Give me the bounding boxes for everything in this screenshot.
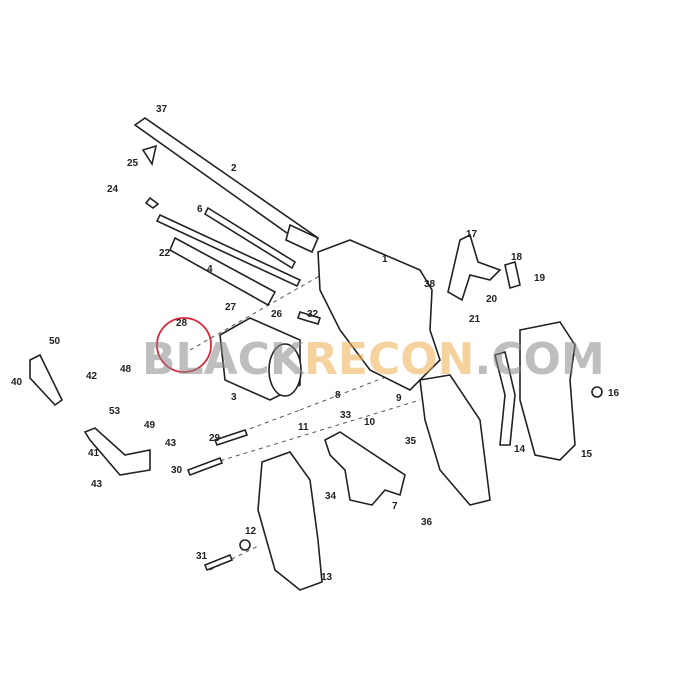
cylinder [219,317,302,401]
label-15: 15 [581,449,593,460]
label-38: 38 [424,279,436,290]
screws [144,196,322,572]
barrel [133,117,320,254]
grip-frame [419,374,491,506]
highlight-circle [156,317,212,373]
grip-right [519,321,576,461]
label-16: 16 [608,388,620,399]
part-12-washer [239,539,251,551]
label-25: 25 [127,158,139,169]
label-40: 40 [11,377,23,388]
label-30: 30 [171,465,183,476]
label-43: 43 [165,438,177,449]
grip-left [257,451,323,591]
label-6: 6 [197,204,203,215]
label-37: 37 [156,104,168,115]
label-43-lower: 43 [91,479,103,490]
label-17: 17 [466,229,478,240]
label-3: 3 [231,392,237,403]
label-28: 28 [176,318,188,329]
label-33: 33 [340,410,352,421]
label-12: 12 [245,526,257,537]
part-18 [504,260,521,290]
label-10: 10 [364,417,376,428]
label-31: 31 [196,551,208,562]
frame [317,239,441,391]
label-34: 34 [325,491,337,502]
trigger-guard [324,431,406,506]
label-20: 20 [486,294,498,305]
label-21: 21 [469,314,481,325]
label-22: 22 [159,248,171,259]
part-16-washer [591,386,603,398]
ramrod [155,213,302,288]
label-4: 4 [207,264,213,275]
label-27: 27 [225,302,237,313]
part-labels: 37 2 25 24 6 22 4 1 17 18 19 38 20 21 27… [11,104,620,583]
label-36: 36 [421,517,433,528]
label-41: 41 [88,448,100,459]
label-32: 32 [307,309,319,320]
label-19: 19 [534,273,546,284]
label-8: 8 [335,390,341,401]
label-7: 7 [392,501,398,512]
part-6 [203,206,297,270]
label-11: 11 [298,422,309,433]
label-42: 42 [86,371,98,382]
label-53: 53 [109,406,121,417]
watermark: BLACKRECON.COM [142,334,605,385]
label-18: 18 [511,252,523,263]
label-48: 48 [120,364,132,375]
label-24: 24 [107,184,119,195]
label-2: 2 [231,163,237,174]
part-41 [83,427,151,476]
label-13: 13 [321,572,333,583]
hammer [447,233,502,302]
label-9: 9 [396,393,402,404]
loading-lever [168,236,277,307]
grip-spring [494,350,516,446]
label-14: 14 [514,444,526,455]
label-49: 49 [144,420,156,431]
label-1: 1 [382,254,388,265]
label-26: 26 [271,309,283,320]
part-40 [29,353,64,407]
label-50: 50 [49,336,61,347]
part-25 [141,144,158,167]
label-29: 29 [209,433,221,444]
label-35: 35 [405,436,417,447]
